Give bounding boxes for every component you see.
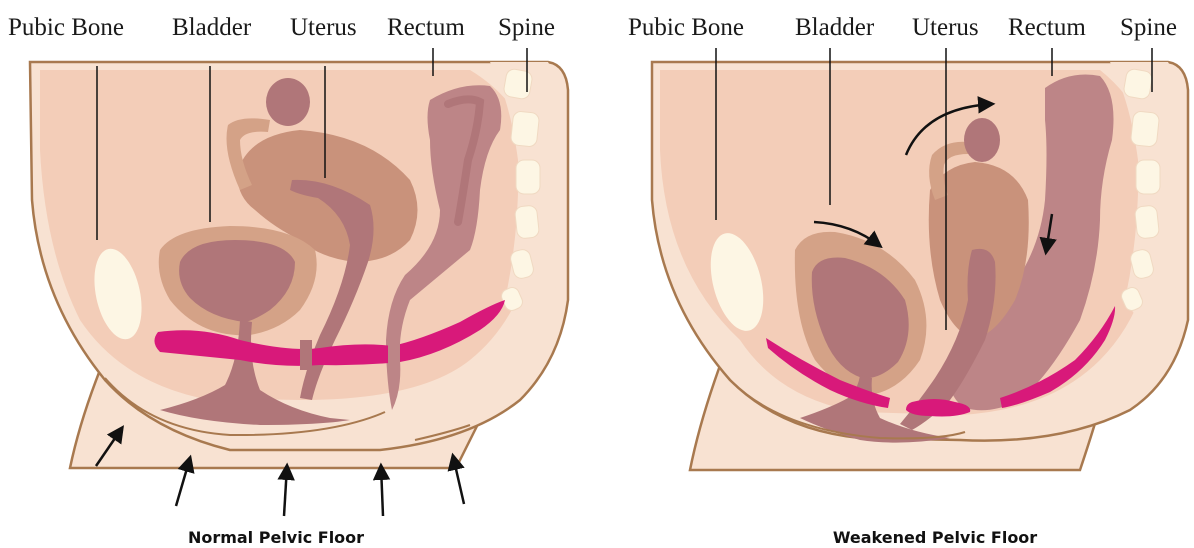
label-rectum-weakened: Rectum xyxy=(1008,14,1086,41)
vertebra xyxy=(1134,205,1159,239)
muscle-gap xyxy=(300,340,312,370)
caption-weakened-pelvic-floor: Weakened Pelvic Floor xyxy=(833,528,1037,547)
weakened-ovary xyxy=(964,118,1000,162)
label-spine-normal: Spine xyxy=(498,14,555,41)
vertebra xyxy=(510,111,539,148)
label-rectum-normal: Rectum xyxy=(387,14,465,41)
label-pubic-bone-normal: Pubic Bone xyxy=(8,14,124,41)
normal-pelvis-figure: Pubic Bone Bladder Uterus Rectum Spine N… xyxy=(8,14,568,547)
label-spine-weakened: Spine xyxy=(1120,14,1177,41)
vertebra xyxy=(1123,68,1153,100)
vertebra xyxy=(503,68,533,100)
normal-ovary xyxy=(266,78,310,126)
vertebra xyxy=(514,205,539,239)
label-uterus-normal: Uterus xyxy=(290,14,357,41)
muscle-gap xyxy=(388,332,400,366)
vertebra xyxy=(1130,111,1159,148)
support-arrow xyxy=(284,466,287,516)
label-bladder-normal: Bladder xyxy=(172,14,252,41)
weakened-pelvis-figure: Pubic Bone Bladder Uterus Rectum Spine W… xyxy=(628,14,1188,547)
vertebra xyxy=(516,160,540,194)
vertebra xyxy=(1136,160,1160,194)
label-uterus-weakened: Uterus xyxy=(912,14,979,41)
support-arrow xyxy=(381,466,383,516)
caption-normal-pelvic-floor: Normal Pelvic Floor xyxy=(188,528,364,547)
label-bladder-weakened: Bladder xyxy=(795,14,875,41)
label-pubic-bone-weakened: Pubic Bone xyxy=(628,14,744,41)
